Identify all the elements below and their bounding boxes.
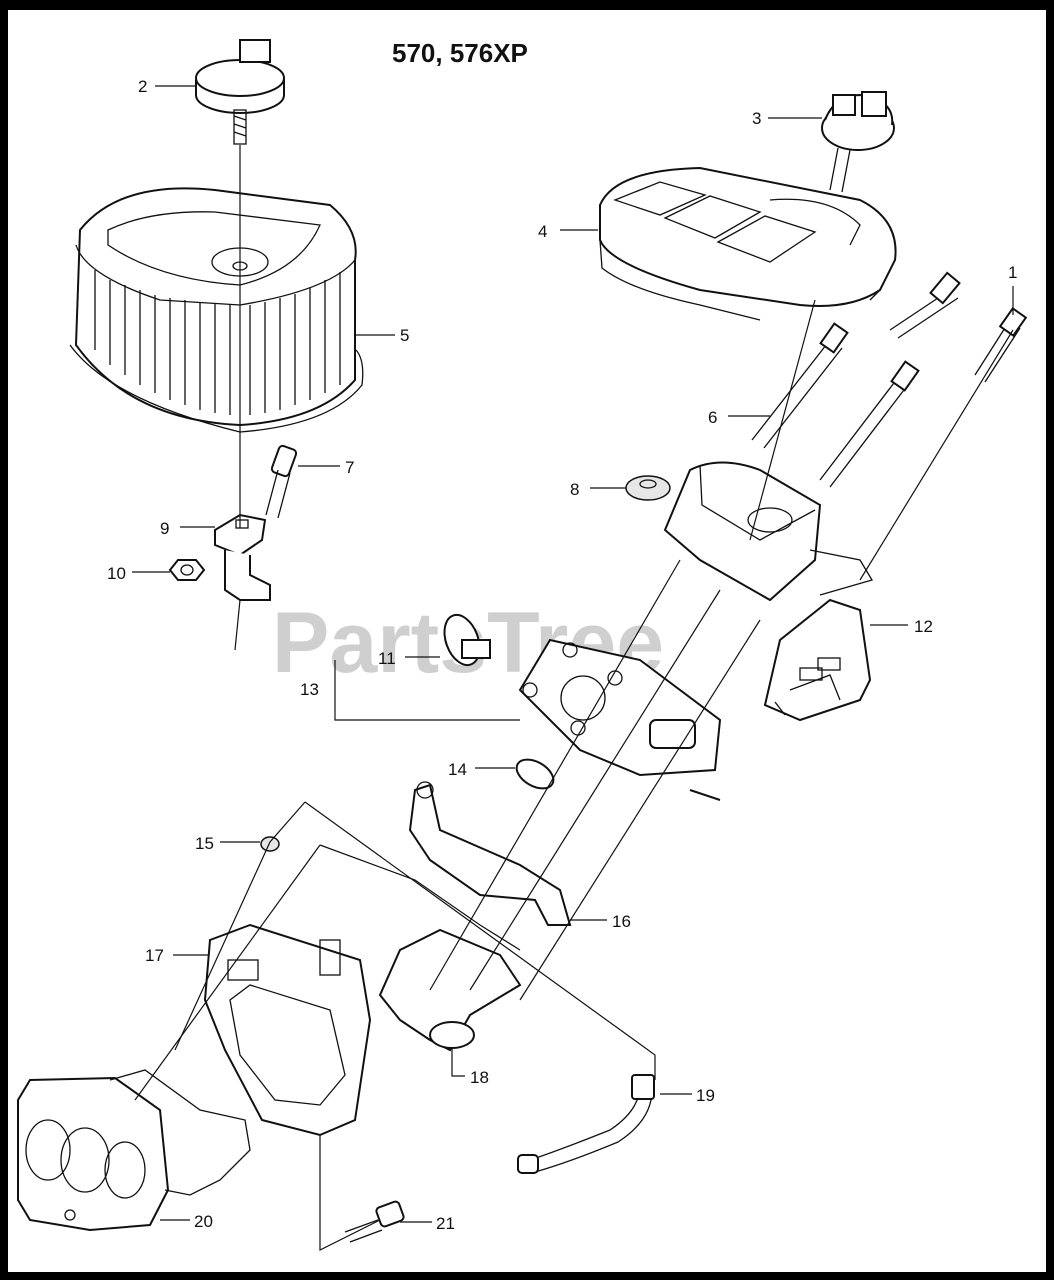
- callout-13: 13: [300, 680, 319, 699]
- callout-17: 17: [145, 946, 164, 965]
- callout-3: 3: [752, 109, 761, 128]
- callout-8: 8: [570, 480, 579, 499]
- callout-9: 9: [160, 519, 169, 538]
- part-6-bolt-long-a[interactable]: [889, 271, 961, 339]
- callout-2: 2: [138, 77, 147, 96]
- callout-16: 16: [612, 912, 631, 931]
- part-9-bracket[interactable]: [214, 513, 271, 601]
- part-10-nut[interactable]: [168, 559, 206, 581]
- intake-housing: [663, 461, 873, 602]
- part-1-bolt[interactable]: [974, 307, 1028, 383]
- part-4-filter-cover[interactable]: [599, 166, 897, 321]
- callout-labels: 1 2 3 4 5 6 7 8 9 10 11 12 13 14 15 16 1…: [107, 77, 1017, 1233]
- part-3-knob[interactable]: [821, 91, 895, 193]
- part-6-bolt-long-b[interactable]: [819, 360, 920, 488]
- callout-19: 19: [696, 1086, 715, 1105]
- callout-5: 5: [400, 326, 409, 345]
- part-19-hose[interactable]: [517, 1074, 655, 1174]
- callout-12: 12: [914, 617, 933, 636]
- callout-10: 10: [107, 564, 126, 583]
- part-20-intake-flange[interactable]: [17, 1069, 251, 1232]
- callout-21: 21: [436, 1214, 455, 1233]
- part-6-bolt[interactable]: [751, 322, 849, 449]
- part-17-bracket[interactable]: [203, 923, 372, 1137]
- callout-1: 1: [1008, 263, 1017, 282]
- part-12-bracket[interactable]: [763, 598, 872, 722]
- part-8-grommet[interactable]: [625, 475, 671, 501]
- callout-4: 4: [538, 222, 547, 241]
- leader-lines: [132, 85, 1014, 1251]
- callout-20: 20: [194, 1212, 213, 1231]
- part-18-boot[interactable]: [378, 928, 522, 1052]
- callout-15: 15: [195, 834, 214, 853]
- part-2-knob[interactable]: [195, 39, 285, 145]
- callout-6: 6: [708, 408, 717, 427]
- part-16-lever[interactable]: [408, 781, 572, 926]
- part-21-screw[interactable]: [344, 1200, 405, 1243]
- callout-11: 11: [378, 649, 396, 668]
- part-15-nut[interactable]: [260, 836, 280, 852]
- callout-7: 7: [345, 458, 354, 477]
- part-5-air-filter[interactable]: [69, 187, 364, 433]
- callout-14: 14: [448, 760, 467, 779]
- part-14-gasket[interactable]: [512, 754, 559, 795]
- callout-18: 18: [470, 1068, 489, 1087]
- part-7-screw[interactable]: [265, 444, 298, 519]
- part-11-screen[interactable]: [438, 610, 491, 670]
- diagram-title: 570, 576XP: [392, 38, 528, 68]
